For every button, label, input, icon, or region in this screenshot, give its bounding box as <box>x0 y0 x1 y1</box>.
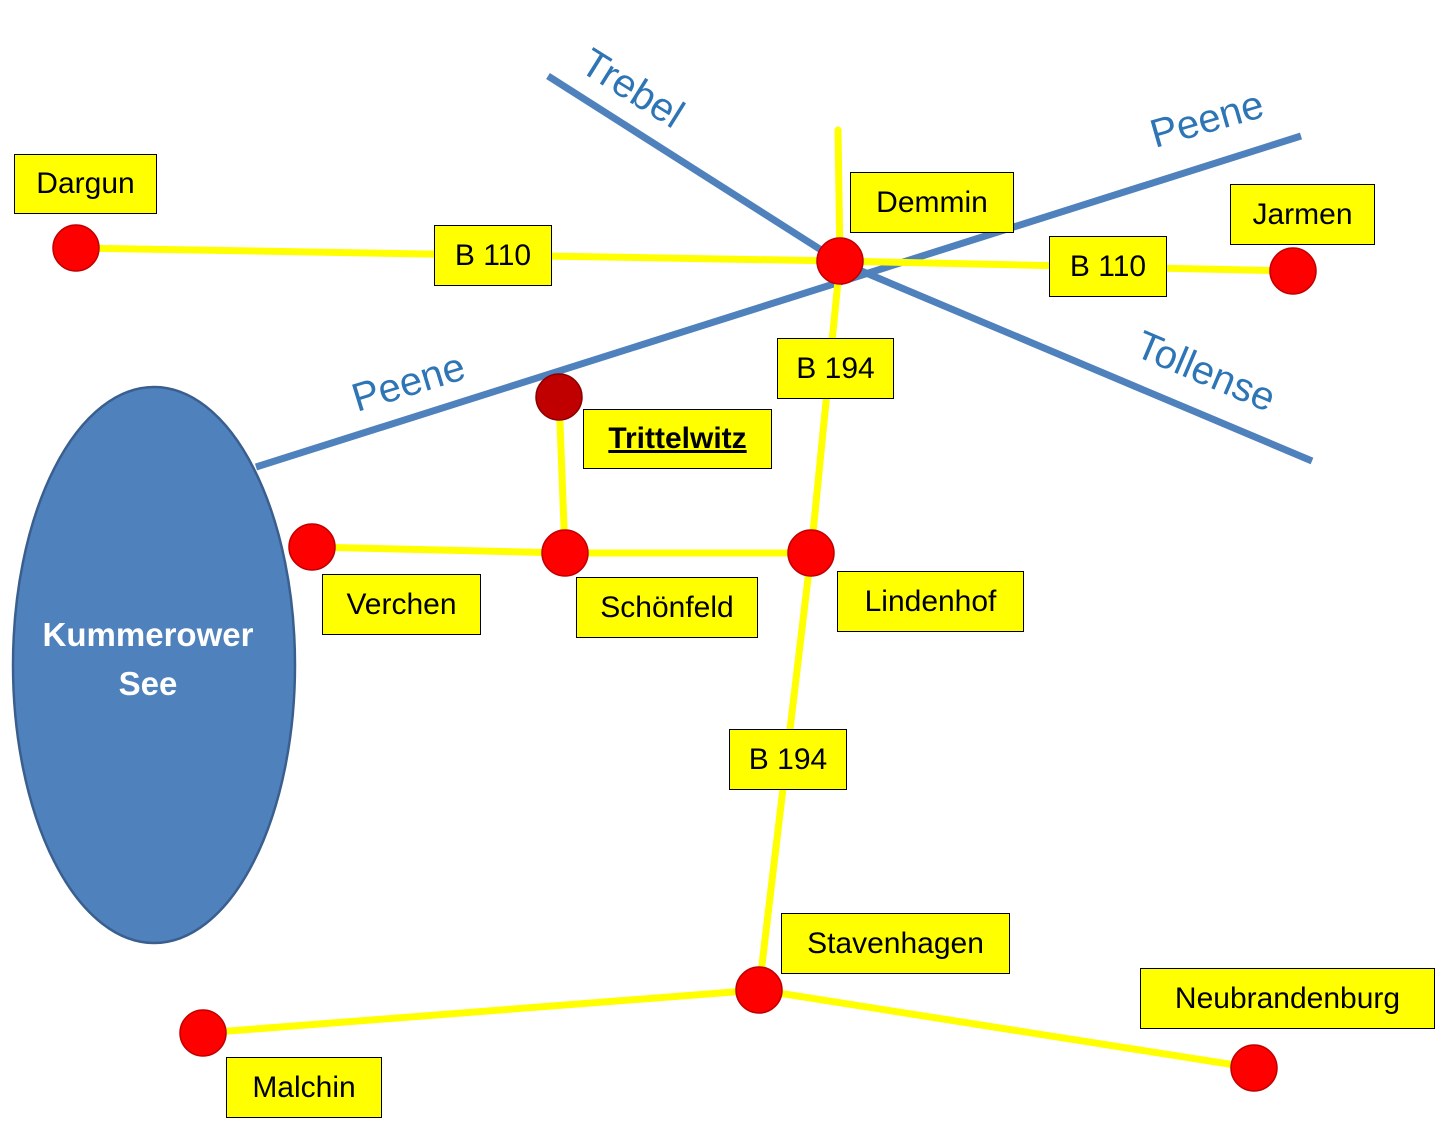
river-tollense <box>838 258 1314 465</box>
river-label-peene-east: Peene <box>1145 82 1268 156</box>
place-label-lindenhof[interactable]: Lindenhof <box>837 571 1024 632</box>
place-label-malchin[interactable]: Malchin <box>226 1057 382 1118</box>
road-trittelwitz-schoenfeld <box>555 393 569 557</box>
road-label-b110-east: B 110 <box>1049 236 1167 297</box>
town-marker-jarmen[interactable] <box>1269 247 1317 295</box>
road-label-b194-north: B 194 <box>777 338 894 399</box>
town-marker-schoenfeld[interactable] <box>541 529 589 577</box>
lake-label-line1: Kummerower <box>43 616 254 653</box>
place-label-demmin[interactable]: Demmin <box>850 172 1014 233</box>
kummerower-see-lake <box>11 385 297 945</box>
town-marker-neubrandenburg[interactable] <box>1230 1044 1278 1092</box>
road-b194-north <box>807 257 844 557</box>
road-label-b110-west: B 110 <box>434 225 552 286</box>
place-label-jarmen[interactable]: Jarmen <box>1230 184 1375 245</box>
town-marker-trittelwitz[interactable] <box>535 373 583 421</box>
town-marker-stavenhagen[interactable] <box>735 966 783 1014</box>
town-marker-demmin[interactable] <box>816 237 864 285</box>
town-marker-dargun[interactable] <box>52 224 100 272</box>
place-label-trittelwitz[interactable]: Trittelwitz <box>583 409 772 469</box>
road-label-b194-south: B 194 <box>729 729 847 790</box>
place-label-dargun[interactable]: Dargun <box>14 154 157 214</box>
town-marker-malchin[interactable] <box>179 1009 227 1057</box>
town-marker-lindenhof[interactable] <box>787 529 835 577</box>
river-label-peene-west: Peene <box>347 345 470 421</box>
road-verchen-schoenfeld <box>308 543 569 557</box>
river-trebel <box>546 73 842 265</box>
place-label-neubrandenburg[interactable]: Neubrandenburg <box>1140 968 1435 1029</box>
river-peene <box>254 132 1303 471</box>
lake-label-line2: See <box>119 665 178 702</box>
place-label-verchen[interactable]: Verchen <box>322 574 481 635</box>
road-stavenhagen-neubrandenburg <box>755 986 1258 1072</box>
place-label-schoenfeld[interactable]: Schönfeld <box>576 577 758 638</box>
road-malchin-stavenhagen <box>199 986 763 1037</box>
place-label-stavenhagen[interactable]: Stavenhagen <box>781 913 1010 974</box>
river-label-trebel: Trebel <box>573 40 691 137</box>
town-marker-verchen[interactable] <box>288 523 336 571</box>
river-label-tollense: Tollense <box>1129 323 1281 421</box>
